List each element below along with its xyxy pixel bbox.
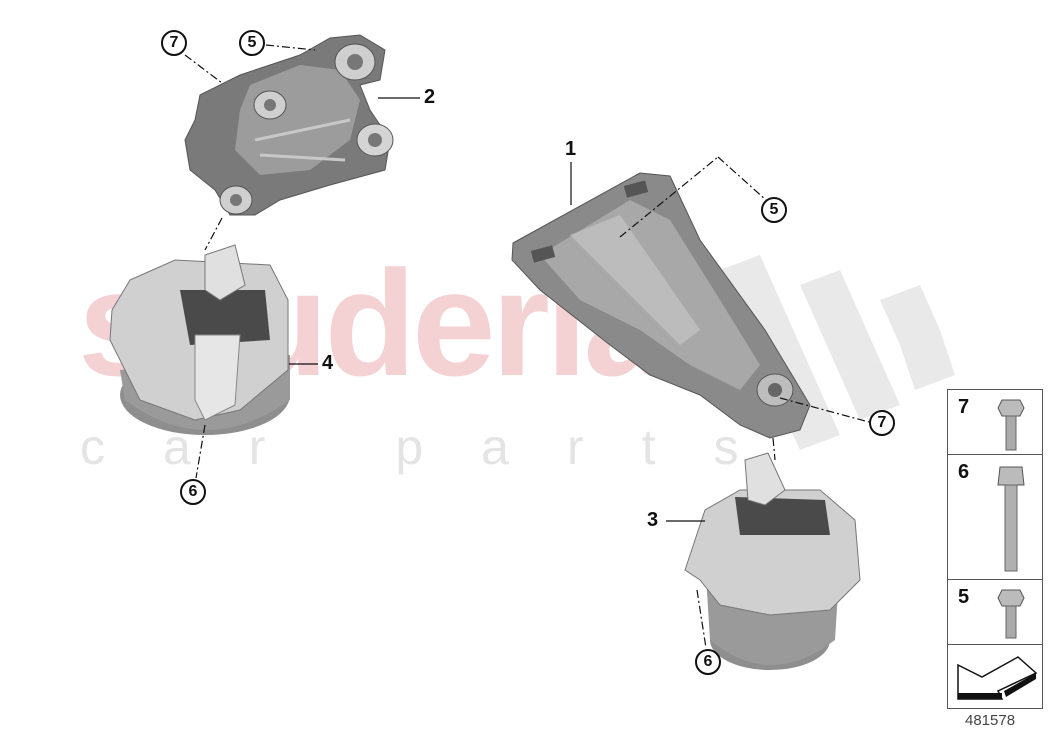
part-1-bracket-right xyxy=(511,172,811,439)
callout-6-left[interactable]: 6 xyxy=(180,479,206,505)
fastener-legend: 7 6 5 xyxy=(947,389,1043,709)
callout-7-right[interactable]: 7 xyxy=(869,410,895,436)
short-flange-bolt-icon xyxy=(997,399,1025,451)
callout-5-right[interactable]: 5 xyxy=(761,197,787,223)
direction-arrow-icon xyxy=(957,656,1038,700)
part-label-1[interactable]: 1 xyxy=(565,138,577,160)
part-3-engine-mount-right xyxy=(684,452,861,670)
legend-row-5[interactable]: 5 xyxy=(948,580,1042,645)
callout-7-top[interactable]: 7 xyxy=(161,30,187,56)
part-label-3[interactable]: 3 xyxy=(647,509,659,531)
legend-row-7[interactable]: 7 xyxy=(948,390,1042,455)
part-label-4[interactable]: 4 xyxy=(322,352,334,374)
part-4-engine-mount-left xyxy=(109,244,290,435)
legend-label: 5 xyxy=(958,586,970,608)
document-number: 481578 xyxy=(965,712,1016,729)
long-hex-bolt-icon xyxy=(997,466,1025,572)
callout-6-right[interactable]: 6 xyxy=(695,649,721,675)
legend-label: 7 xyxy=(958,396,970,418)
legend-label: 6 xyxy=(958,461,970,483)
legend-row-arrow xyxy=(948,645,1042,708)
legend-row-6[interactable]: 6 xyxy=(948,455,1042,580)
flange-bolt-icon xyxy=(997,589,1025,639)
part-2-bracket-left xyxy=(184,34,394,216)
part-label-2[interactable]: 2 xyxy=(424,86,436,108)
callout-5-top[interactable]: 5 xyxy=(239,30,265,56)
